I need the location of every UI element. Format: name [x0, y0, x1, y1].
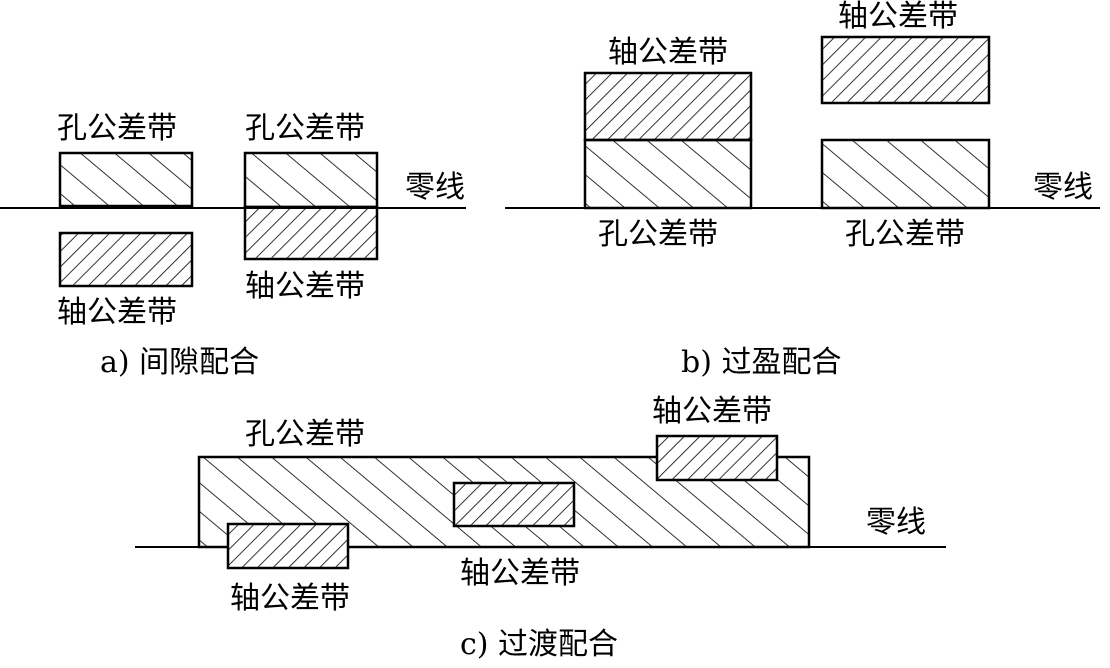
caption-a: a) 间隙配合: [100, 345, 259, 380]
panel-b-interference-fit: 轴公差带 轴公差带 零线 孔公差带 孔公差带 b) 过盈配合: [505, 0, 1100, 380]
label-zero-line-c: 零线: [866, 505, 926, 540]
shaft-zone-b2: [820, 35, 991, 105]
hole-zone-a2: [243, 151, 379, 209]
shaft-zone-c2: [452, 481, 576, 528]
label-hole-zone-b1: 孔公差带: [598, 217, 718, 252]
label-shaft-zone-c1: 轴公差带: [230, 581, 350, 616]
label-hole-zone-b2: 孔公差带: [845, 217, 965, 252]
label-zero-line-b: 零线: [1033, 170, 1093, 205]
caption-c: c) 过渡配合: [460, 627, 618, 662]
label-shaft-zone-a2: 轴公差带: [245, 269, 365, 304]
caption-b: b) 过盈配合: [681, 345, 841, 380]
label-zero-line-a: 零线: [405, 170, 465, 205]
label-shaft-zone-b1: 轴公差带: [608, 35, 728, 70]
label-hole-zone-a1: 孔公差带: [57, 111, 177, 146]
label-hole-zone-c: 孔公差带: [245, 417, 365, 452]
label-shaft-zone-a1: 轴公差带: [57, 295, 177, 330]
shaft-zone-a1: [58, 231, 194, 288]
hole-zone-a1: [58, 151, 194, 208]
shaft-zone-c3: [655, 434, 779, 482]
shaft-zone-a2: [243, 205, 379, 261]
hole-zone-b1: [583, 138, 753, 210]
label-shaft-zone-c3: 轴公差带: [652, 394, 772, 429]
hole-zone-b2: [820, 138, 991, 210]
shaft-zone-c1-hatch: [226, 522, 350, 570]
panel-c-transition-fit: 孔公差带 轴公差带 零线 轴公差带 轴公差带 c) 过渡配合: [135, 394, 946, 662]
shaft-zone-b1: [583, 71, 753, 142]
label-shaft-zone-c2: 轴公差带: [460, 556, 580, 591]
label-hole-zone-a2: 孔公差带: [245, 111, 365, 146]
panel-a-clearance-fit: 孔公差带 孔公差带 零线 轴公差带 轴公差带 a) 间隙配合: [0, 111, 466, 380]
label-shaft-zone-b2: 轴公差带: [838, 0, 958, 34]
